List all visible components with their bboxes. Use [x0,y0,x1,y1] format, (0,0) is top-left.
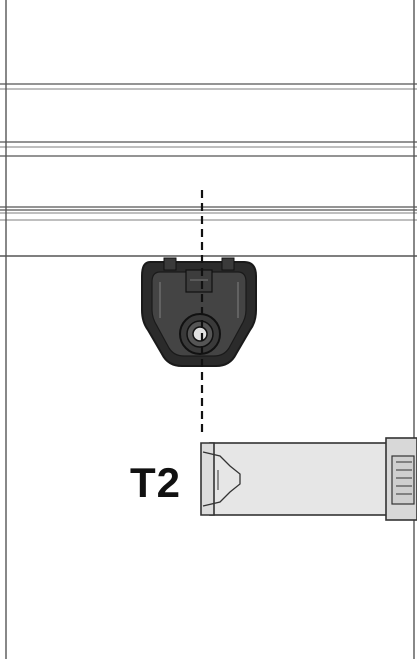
rail-profile [0,83,417,257]
screwdriver-tool [200,437,417,521]
step-label: T2 [130,459,182,506]
mounting-bracket [141,257,257,367]
